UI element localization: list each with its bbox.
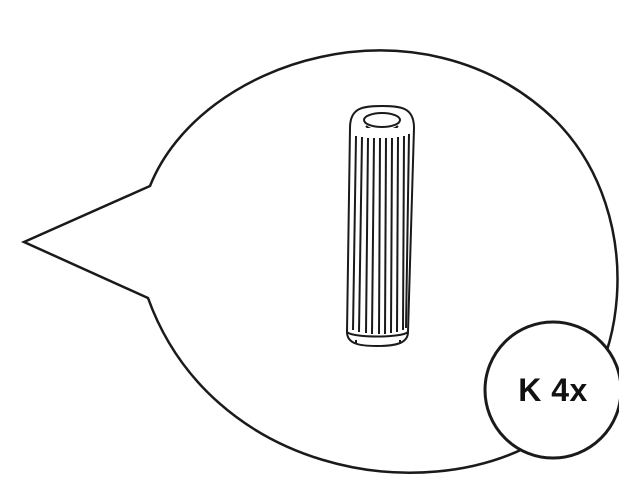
part-quantity-label: K 4x [485, 322, 619, 458]
wooden-dowel-icon [347, 106, 414, 346]
